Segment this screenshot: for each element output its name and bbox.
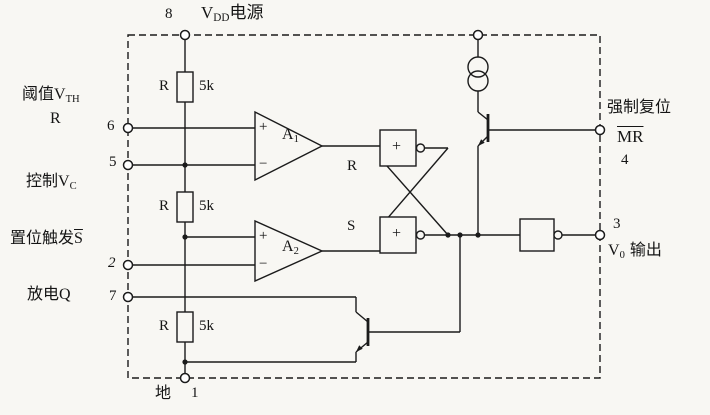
output-text: 输出 <box>629 242 662 259</box>
output-symbol: V <box>608 242 620 259</box>
threshold-text: 阈值V <box>22 86 66 103</box>
ff-gate-bottom-plus: + <box>392 225 402 242</box>
junction-dot <box>457 232 463 238</box>
resistor-r3-value: 5k <box>199 318 214 334</box>
output-inverter <box>519 218 555 252</box>
vdd-subscript: DD <box>213 12 230 25</box>
a1-subscript: 1 <box>293 133 299 145</box>
pin3-terminal <box>594 229 606 241</box>
vdd-symbol: V <box>201 3 214 22</box>
discharge-label: 放电Q <box>27 286 71 303</box>
pin7-number: 7 <box>109 288 117 304</box>
a1-letter: A <box>282 126 294 143</box>
comparator-a2-triangle <box>254 219 324 283</box>
a1-minus-sign: − <box>259 156 268 172</box>
ground-label: 地 <box>155 385 172 402</box>
ic-package-border <box>127 34 601 379</box>
pin7-terminal <box>122 291 134 303</box>
ff-gate-top-plus: + <box>392 138 402 155</box>
junction-dot <box>475 232 481 238</box>
pin2-number: 2 <box>108 255 116 271</box>
ff-s-label: S <box>347 218 356 234</box>
threshold-subscript: TH <box>65 93 80 105</box>
ff-bottom-bubble <box>415 230 426 240</box>
trigger-label: 置位触发S <box>10 230 83 248</box>
mr-bar-text: MR <box>617 127 644 146</box>
junction-dot <box>445 232 451 238</box>
pin8-number: 8 <box>165 6 173 22</box>
comparator-a1-triangle <box>254 110 324 182</box>
pin4-terminal <box>594 124 606 136</box>
junction-dot <box>182 162 188 168</box>
control-text: 控制V <box>26 173 70 190</box>
vdd-text: 电源 <box>229 3 264 22</box>
resistor-r2-value: 5k <box>199 198 214 214</box>
a1-plus-sign: + <box>259 119 268 135</box>
component-bodies <box>176 71 563 343</box>
discharge-base-wire <box>368 235 461 333</box>
reset-pin-label: MR <box>617 127 644 147</box>
pin1-number: 1 <box>191 385 199 401</box>
junction-dot <box>182 359 188 365</box>
a1-label: A1 <box>282 126 299 146</box>
vdd-power-label: VDD电源 <box>201 3 264 25</box>
pin1-terminal <box>179 372 191 384</box>
pin6-terminal <box>122 122 134 134</box>
ff-r-label: R <box>347 158 358 174</box>
reset-emitter-wire <box>477 135 489 235</box>
threshold-r-label: R <box>50 110 61 127</box>
current-source-circle-1 <box>467 56 489 78</box>
pin4-number: 4 <box>621 152 629 168</box>
pin5-number: 5 <box>109 154 117 170</box>
ff-cross-wire-2 <box>379 157 449 236</box>
resistor-r1 <box>176 71 194 103</box>
resistor-r1-label: R <box>159 78 170 94</box>
output-label: V0 输出 <box>608 242 662 262</box>
trigger-text: 置位触发 <box>10 230 75 247</box>
a2-label: A2 <box>282 238 299 258</box>
control-label: 控制VC <box>26 173 77 193</box>
resistor-r2 <box>176 191 194 223</box>
a2-plus-sign: + <box>259 228 268 244</box>
ff-gate-top <box>379 129 417 167</box>
pin-terminals <box>122 29 606 384</box>
control-subscript: C <box>69 180 77 192</box>
discharge-collector-wire <box>355 297 369 323</box>
pin2-terminal <box>122 259 134 271</box>
inverter-bubble <box>553 230 563 240</box>
output-subscript: 0 <box>619 249 625 261</box>
a2-letter: A <box>282 238 294 255</box>
resistor-r1-value: 5k <box>199 78 214 94</box>
reset-emitter-arrow <box>478 139 485 146</box>
resistor-r3 <box>176 311 194 343</box>
ff-top-bubble <box>415 143 426 153</box>
discharge-emitter-wire <box>185 341 369 363</box>
trigger-s-bar: S <box>74 230 83 247</box>
reset-title-label: 强制复位 <box>607 99 672 116</box>
pin6-number: 6 <box>107 118 115 134</box>
current-source-circle-2 <box>467 70 489 92</box>
reset-collector-wire <box>477 111 489 121</box>
ff-gate-bottom <box>379 216 417 254</box>
threshold-label: 阈值VTH <box>22 86 80 106</box>
a2-minus-sign: − <box>259 256 268 272</box>
resistor-r3-label: R <box>159 318 170 334</box>
discharge-emitter-arrow <box>356 345 363 352</box>
pin3-number: 3 <box>613 216 621 232</box>
pin8-terminal <box>179 29 191 41</box>
ff-cross-wire-1 <box>379 147 449 228</box>
vdd-branch-terminal <box>472 29 484 41</box>
junction-dot <box>182 234 188 240</box>
a2-subscript: 2 <box>293 245 299 257</box>
resistor-r2-label: R <box>159 198 170 214</box>
junctions <box>182 139 485 365</box>
pin5-terminal <box>122 159 134 171</box>
